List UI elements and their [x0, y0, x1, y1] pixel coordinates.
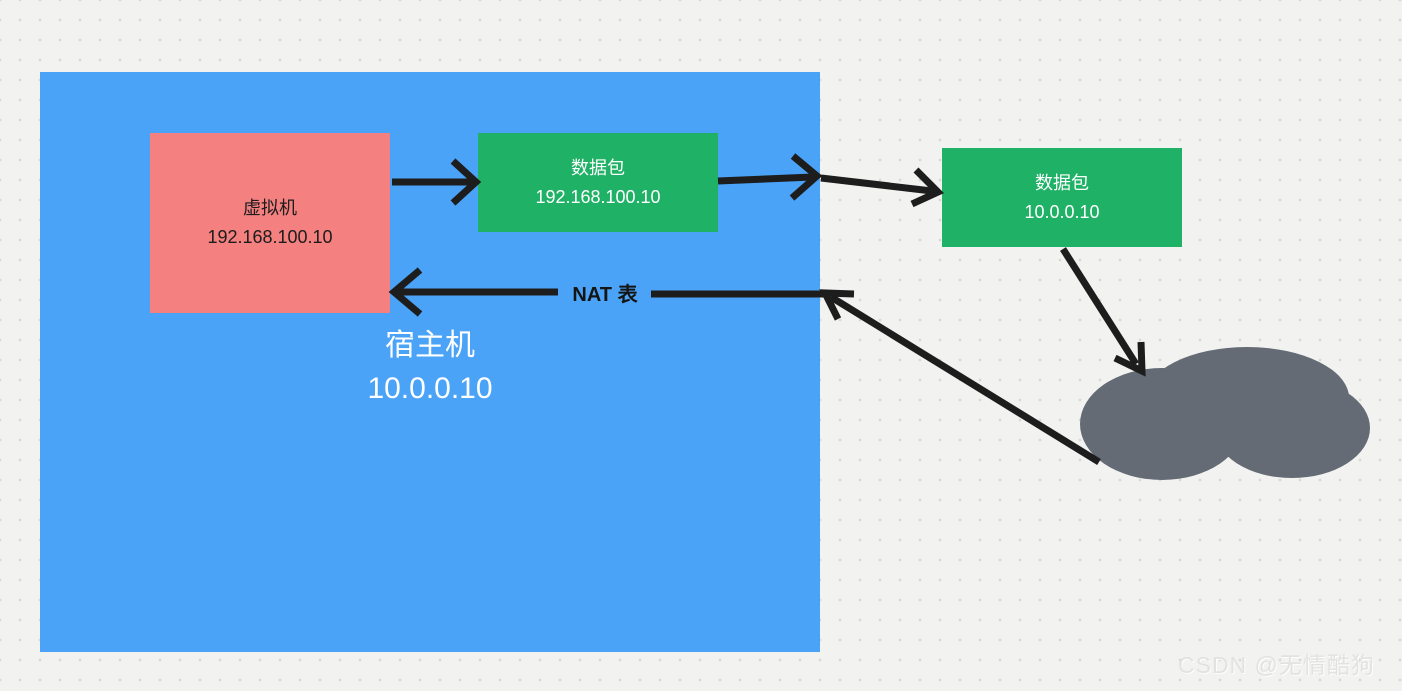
arrow-cloud-to-host: [819, 289, 1101, 465]
packet-box-external: 数据包 10.0.0.10: [942, 148, 1182, 247]
packet-internal-label: 数据包: [571, 157, 625, 178]
arrow-external-packet-to-cloud: [1060, 247, 1146, 377]
host-ip: 10.0.0.10: [367, 372, 493, 405]
host-name: 宿主机: [385, 329, 475, 362]
vm-box: 虚拟机 192.168.100.10: [150, 133, 390, 313]
nat-table-label: NAT 表: [572, 284, 638, 306]
packet-internal-ip: 192.168.100.10: [535, 186, 661, 207]
vm-label: 虚拟机: [243, 198, 297, 219]
internet-cloud-icon: [1080, 347, 1370, 480]
packet-box-internal: 数据包 192.168.100.10: [478, 133, 718, 232]
host-label: 宿主机 10.0.0.10: [310, 324, 550, 410]
arrow-host-edge-to-external-packet: [820, 167, 945, 208]
packet-external-ip: 10.0.0.10: [1024, 201, 1100, 222]
vm-ip: 192.168.100.10: [207, 227, 333, 247]
packet-external-label: 数据包: [1035, 172, 1089, 193]
watermark: CSDN @无情酷狗: [1178, 652, 1375, 678]
